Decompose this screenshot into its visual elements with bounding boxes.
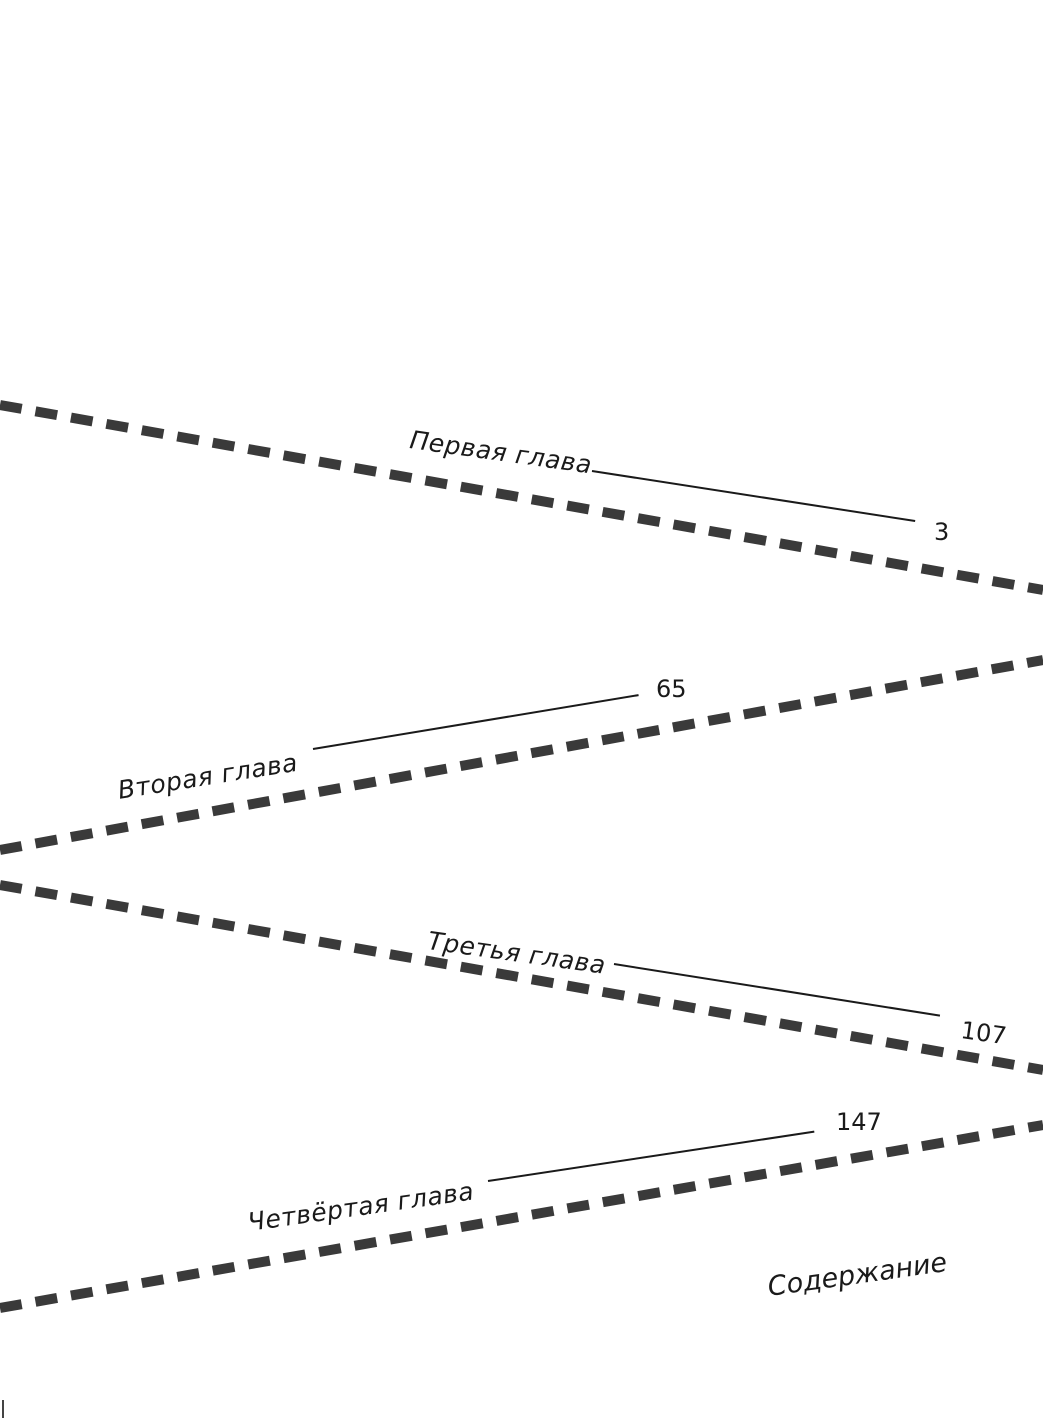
chapter-1-page-number[interactable]: 3	[934, 518, 950, 546]
stripe-2	[0, 655, 1043, 855]
stripe-4	[0, 1120, 1043, 1313]
stripe-1	[0, 400, 1043, 595]
chapter-2-page-number[interactable]: 65	[656, 675, 687, 703]
page-edge-mark	[2, 1400, 4, 1418]
chapter-4-page-number[interactable]: 147	[836, 1108, 882, 1136]
stripe-3	[0, 880, 1043, 1075]
